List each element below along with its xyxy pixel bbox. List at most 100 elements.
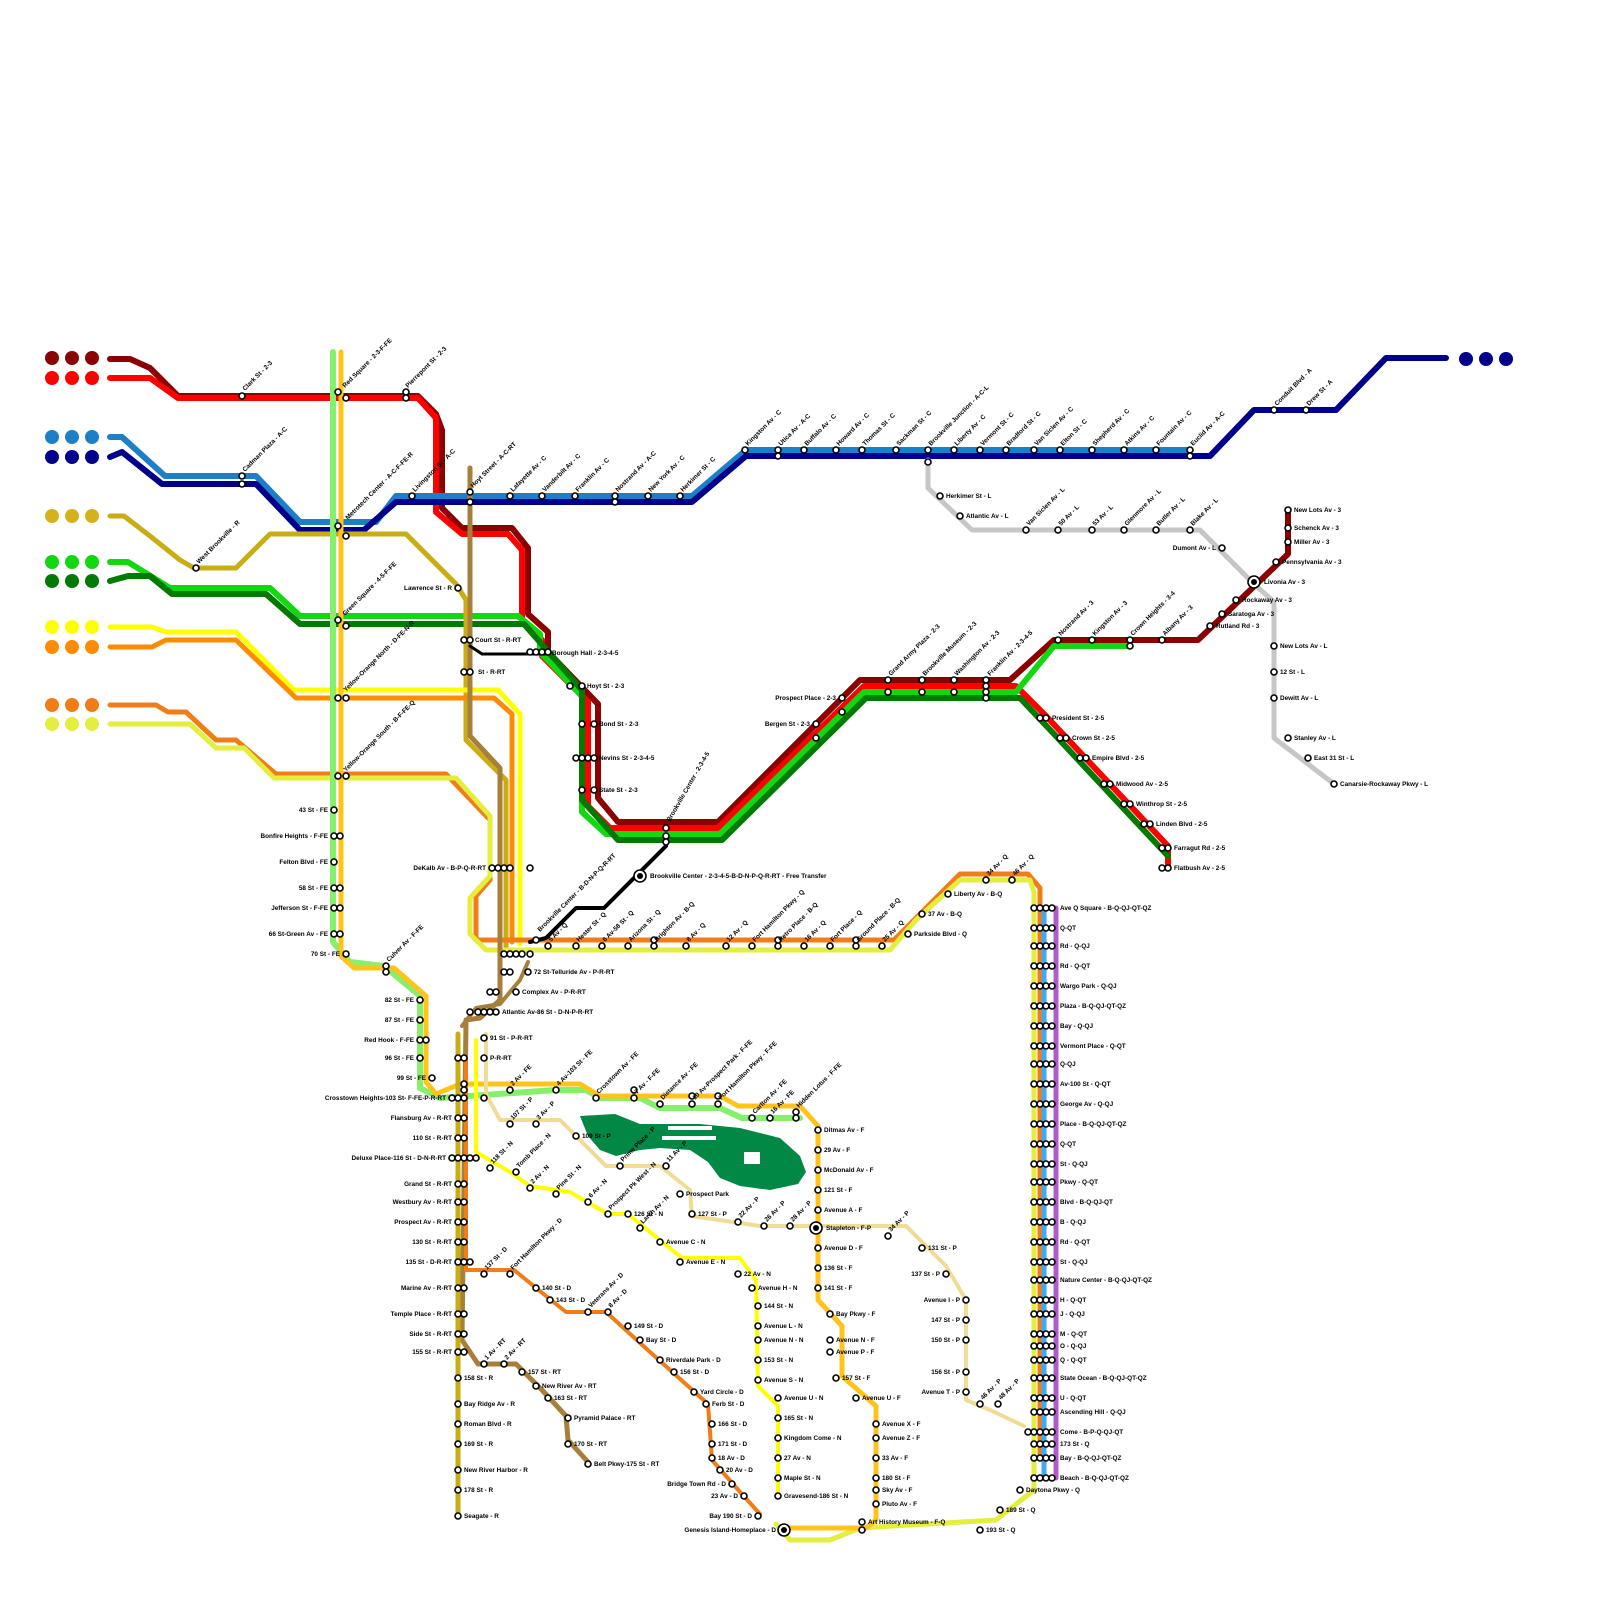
station-dot[interactable] — [1037, 1161, 1043, 1167]
station-dot[interactable] — [945, 891, 951, 897]
station-dot[interactable] — [1037, 1297, 1043, 1303]
station-dot[interactable] — [1031, 1023, 1037, 1029]
station-dot[interactable] — [893, 447, 899, 453]
station-dot[interactable] — [455, 1375, 461, 1381]
station-dot[interactable] — [1017, 1487, 1023, 1493]
station-dot[interactable] — [815, 1245, 821, 1251]
station-dot[interactable] — [815, 1187, 821, 1193]
station-dot[interactable] — [983, 683, 989, 689]
station-dot[interactable] — [417, 1055, 423, 1061]
station-dot[interactable] — [1063, 735, 1069, 741]
station-dot[interactable] — [1083, 755, 1089, 761]
station-dot[interactable] — [709, 1421, 715, 1427]
station-dot[interactable] — [1043, 1141, 1049, 1147]
station-dot[interactable] — [749, 943, 755, 949]
station-dot[interactable] — [507, 1271, 513, 1277]
station-dot[interactable] — [1031, 1409, 1037, 1415]
station-dot[interactable] — [193, 565, 199, 571]
station-dot[interactable] — [1037, 1475, 1043, 1481]
station-dot[interactable] — [467, 1259, 473, 1265]
station-dot[interactable] — [873, 1475, 879, 1481]
station-dot[interactable] — [579, 787, 585, 793]
station-dot[interactable] — [715, 1101, 721, 1107]
station-dot[interactable] — [815, 1265, 821, 1271]
station-dot[interactable] — [703, 1401, 709, 1407]
station-dot[interactable] — [1031, 1441, 1037, 1447]
station-dot[interactable] — [951, 447, 957, 453]
station-dot[interactable] — [1049, 1081, 1055, 1087]
station-dot[interactable] — [1031, 1141, 1037, 1147]
station-dot[interactable] — [417, 997, 423, 1003]
station-dot[interactable] — [1121, 527, 1127, 533]
station-dot[interactable] — [1043, 1239, 1049, 1245]
station-dot[interactable] — [637, 1337, 643, 1343]
station-dot[interactable] — [1127, 637, 1133, 643]
station-dot[interactable] — [507, 865, 513, 871]
station-dot[interactable] — [455, 1311, 461, 1317]
station-dot[interactable] — [1043, 1043, 1049, 1049]
station-dot[interactable] — [545, 943, 551, 949]
station-dot[interactable] — [663, 825, 669, 831]
station-dot[interactable] — [343, 395, 349, 401]
station-dot[interactable] — [827, 1349, 833, 1355]
station-dot[interactable] — [775, 447, 781, 453]
station-dot[interactable] — [755, 1513, 761, 1519]
station-dot[interactable] — [455, 1055, 461, 1061]
station-dot[interactable] — [513, 951, 519, 957]
station-dot[interactable] — [1043, 1475, 1049, 1481]
station-dot[interactable] — [839, 695, 845, 701]
station-dot[interactable] — [573, 943, 579, 949]
station-dot[interactable] — [1043, 1297, 1049, 1303]
station-dot[interactable] — [1043, 943, 1049, 949]
station-dot[interactable] — [585, 1461, 591, 1467]
station-dot[interactable] — [1165, 865, 1171, 871]
station-dot[interactable] — [493, 1009, 499, 1015]
station-dot[interactable] — [455, 1467, 461, 1473]
station-dot[interactable] — [873, 1455, 879, 1461]
station-dot[interactable] — [1049, 1375, 1055, 1381]
station-dot[interactable] — [657, 1357, 663, 1363]
station-dot[interactable] — [833, 447, 839, 453]
station-dot[interactable] — [335, 695, 341, 701]
station-dot[interactable] — [691, 1389, 697, 1395]
station-dot[interactable] — [455, 1219, 461, 1225]
station-dot[interactable] — [1057, 447, 1063, 453]
station-dot[interactable] — [1031, 1179, 1037, 1185]
station-dot[interactable] — [873, 1435, 879, 1441]
station-dot[interactable] — [827, 943, 833, 949]
station-dot[interactable] — [1031, 1277, 1037, 1283]
station-dot[interactable] — [963, 1317, 969, 1323]
station-dot[interactable] — [1043, 1395, 1049, 1401]
station-dot[interactable] — [331, 833, 337, 839]
station-dot[interactable] — [533, 937, 539, 943]
station-dot[interactable] — [663, 839, 669, 845]
station-dot[interactable] — [1009, 877, 1015, 883]
station-dot[interactable] — [885, 1233, 891, 1239]
station-dot[interactable] — [487, 989, 493, 995]
station-dot[interactable] — [1049, 1043, 1055, 1049]
station-dot[interactable] — [461, 1087, 467, 1093]
station-dot[interactable] — [403, 389, 409, 395]
station-dot[interactable] — [507, 493, 513, 499]
station-dot[interactable] — [943, 1271, 949, 1277]
station-dot[interactable] — [749, 1115, 755, 1121]
station-dot[interactable] — [631, 1095, 637, 1101]
station-dot[interactable] — [983, 695, 989, 701]
station-dot[interactable] — [591, 755, 597, 761]
station-dot[interactable] — [1037, 905, 1043, 911]
station-dot[interactable] — [513, 989, 519, 995]
station-dot[interactable] — [625, 943, 631, 949]
station-dot[interactable] — [735, 1219, 741, 1225]
station-dot[interactable] — [1089, 527, 1095, 533]
station-dot[interactable] — [461, 1115, 467, 1121]
station-dot[interactable] — [1043, 963, 1049, 969]
station-dot[interactable] — [501, 1361, 507, 1367]
station-dot[interactable] — [461, 1135, 467, 1141]
station-dot[interactable] — [1031, 963, 1037, 969]
station-dot[interactable] — [1037, 1199, 1043, 1205]
station-dot[interactable] — [919, 677, 925, 683]
station-dot[interactable] — [507, 1121, 513, 1127]
station-dot[interactable] — [1043, 1331, 1049, 1337]
station-dot[interactable] — [1037, 1357, 1043, 1363]
station-dot[interactable] — [1037, 1409, 1043, 1415]
